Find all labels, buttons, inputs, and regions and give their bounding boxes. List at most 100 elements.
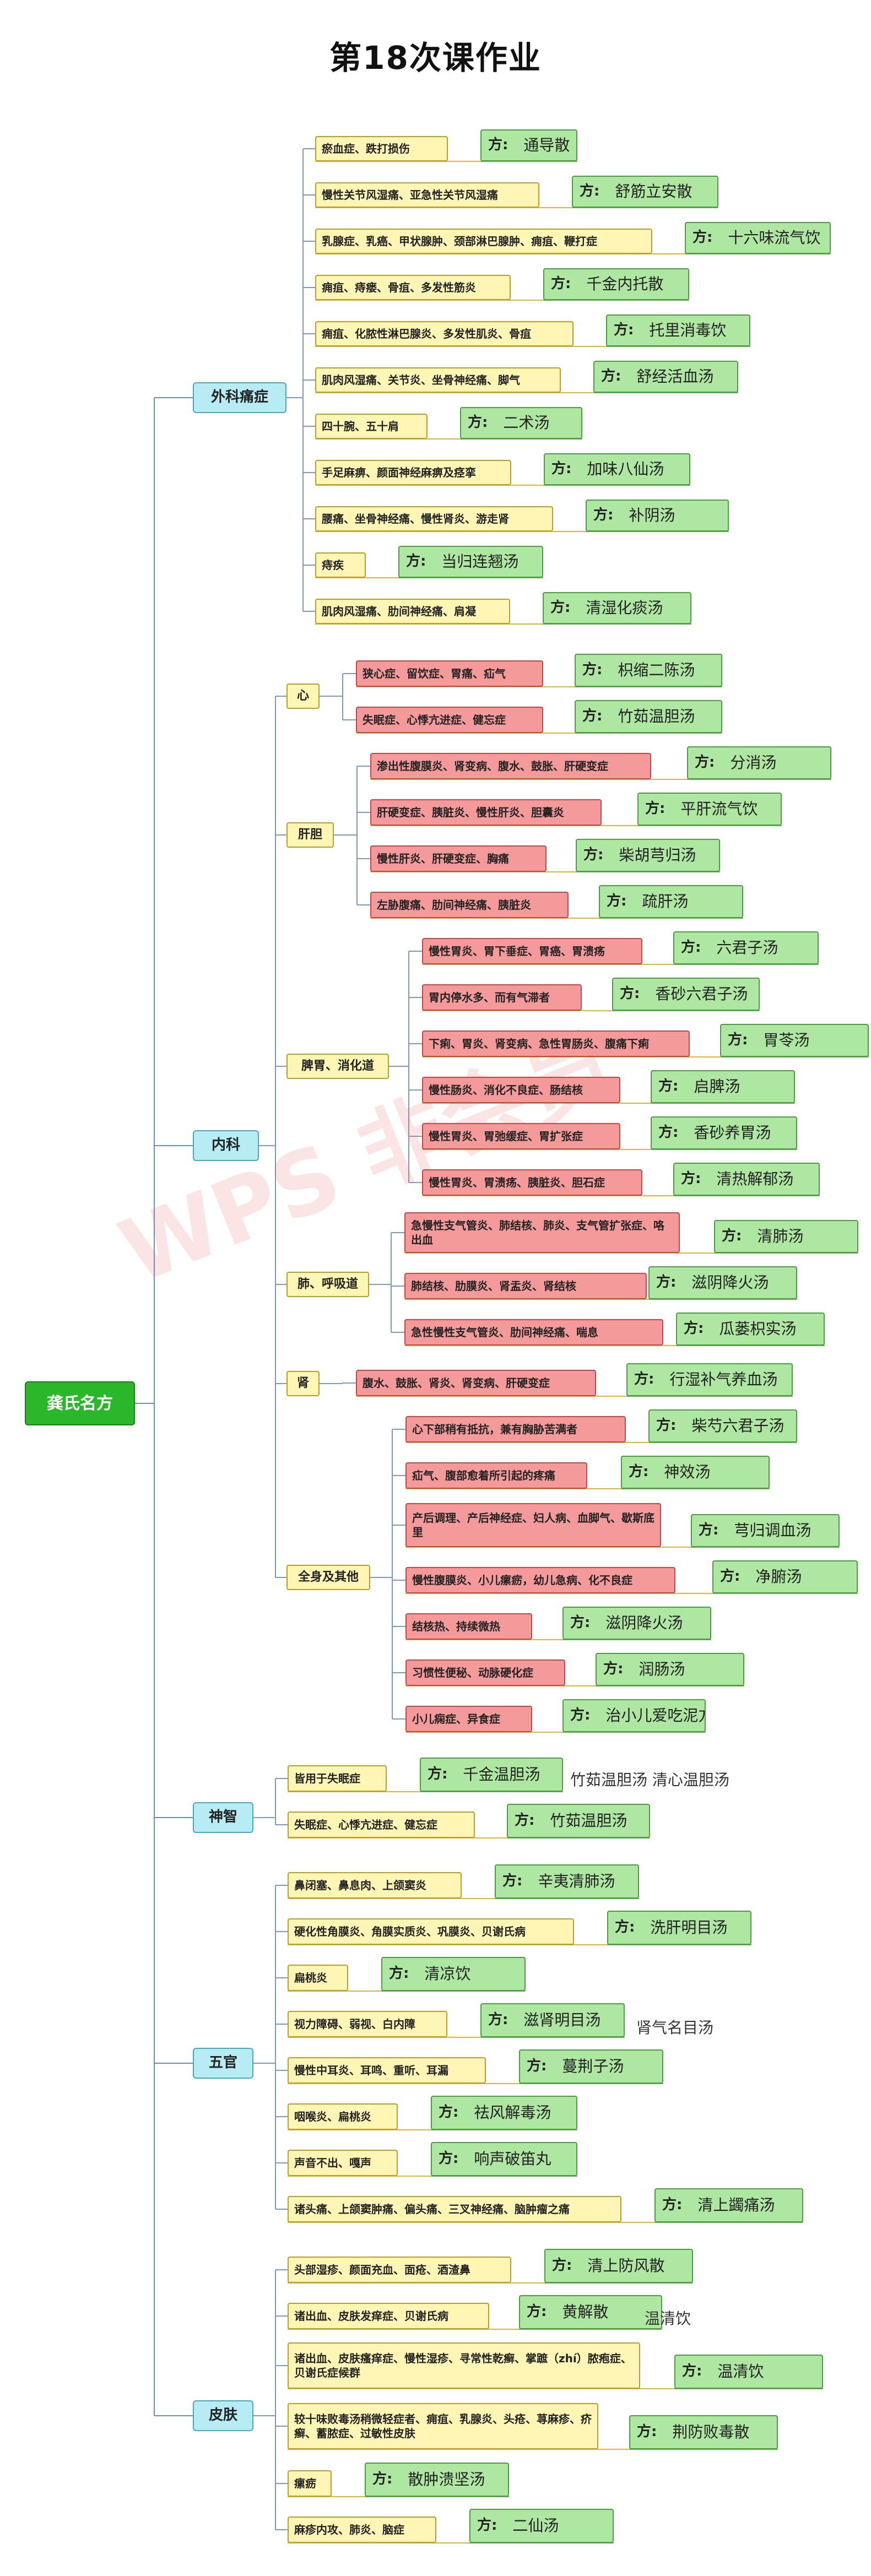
condition[interactable]: 左胁腹痛、肋间神经痛、胰脏炎 bbox=[370, 892, 569, 918]
condition[interactable]: 诸出血、皮肤发痒症、贝谢氏病 bbox=[288, 2303, 489, 2329]
condition[interactable]: 肌肉风湿痛、关节炎、坐骨神经痛、脚气 bbox=[315, 367, 561, 393]
condition[interactable]: 乳腺症、乳癌、甲状腺肿、颈部淋巴腺肿、痈疽、鞭打症 bbox=[315, 229, 652, 254]
condition[interactable]: 下痢、胃炎、肾变病、急性胃肠炎、腹痛下痢 bbox=[422, 1031, 690, 1057]
prescription[interactable]: 方:温清饮 bbox=[674, 2355, 823, 2389]
prescription[interactable]: 方:响声破笛丸 bbox=[431, 2142, 577, 2176]
condition[interactable]: 视力障碍、弱视、白内障 bbox=[288, 2011, 447, 2037]
prescription[interactable]: 方:加味八仙汤 bbox=[544, 453, 690, 485]
subcategory-liver-gallbladder[interactable]: 肝胆 bbox=[286, 822, 334, 848]
subcategory-lung-respiratory[interactable]: 肺、呼吸道 bbox=[286, 1272, 369, 1297]
condition[interactable]: 痈疽、化脓性淋巴腺炎、多发性肌炎、骨疽 bbox=[315, 321, 574, 346]
condition[interactable]: 胃内停水多、而有气滞者 bbox=[422, 984, 582, 1011]
prescription[interactable]: 方:启脾汤 bbox=[651, 1070, 795, 1103]
prescription[interactable]: 方:千金温胆汤 bbox=[420, 1758, 563, 1792]
prescription[interactable]: 方:平肝流气饮 bbox=[637, 793, 782, 826]
condition[interactable]: 咽喉炎、扁桃炎 bbox=[288, 2103, 398, 2130]
condition[interactable]: 慢性胃炎、胃弛缓症、胃扩张症 bbox=[422, 1123, 620, 1149]
condition[interactable]: 皆用于失眠症 bbox=[288, 1765, 387, 1792]
prescription[interactable]: 方:竹茹温胆汤 bbox=[507, 1804, 650, 1838]
condition[interactable]: 疝气、腹部愈着所引起的疼痛 bbox=[405, 1462, 587, 1489]
prescription[interactable]: 方:香砂养胃汤 bbox=[651, 1116, 797, 1149]
condition[interactable]: 小儿痫症、异食症 bbox=[405, 1706, 532, 1732]
prescription[interactable]: 方:荆防败毒散 bbox=[629, 2415, 778, 2449]
condition[interactable]: 急性慢性支气管炎、肋间神经痛、喘息 bbox=[404, 1319, 663, 1346]
condition[interactable]: 硬化性角膜炎、角膜实质炎、巩膜炎、贝谢氏病 bbox=[288, 1918, 574, 1945]
condition[interactable]: 鼻闭塞、鼻息肉、上颌窦炎 bbox=[288, 1872, 462, 1899]
prescription[interactable]: 方:清肺汤 bbox=[714, 1220, 858, 1253]
prescription[interactable]: 方:治小儿爱吃泥方 bbox=[562, 1699, 706, 1732]
prescription[interactable]: 方:当归连翘汤 bbox=[398, 546, 543, 578]
condition[interactable]: 肌肉风湿痛、肋间神经痛、肩凝 bbox=[315, 599, 510, 624]
subcategory-spleen-stomach[interactable]: 脾胃、消化道 bbox=[286, 1054, 389, 1079]
condition[interactable]: 头部湿疹、颜面充血、面疮、酒渣鼻 bbox=[288, 2257, 511, 2283]
condition[interactable]: 心下部稍有抵抗，兼有胸胁苦满者 bbox=[405, 1416, 626, 1442]
prescription[interactable]: 方:柴胡芎归汤 bbox=[576, 839, 720, 872]
prescription[interactable]: 方:洗肝明目汤 bbox=[607, 1911, 751, 1945]
condition[interactable]: 失眠症、心悸亢进症、健忘症 bbox=[356, 707, 543, 733]
prescription[interactable]: 方:香砂六君子汤 bbox=[612, 978, 760, 1011]
prescription[interactable]: 方:祛风解毒汤 bbox=[431, 2096, 577, 2130]
prescription[interactable]: 方:二仙汤 bbox=[469, 2509, 614, 2543]
condition[interactable]: 四十腕、五十肩 bbox=[315, 414, 428, 439]
prescription[interactable]: 方:分消汤 bbox=[687, 746, 831, 779]
category-mind[interactable]: 神智 bbox=[193, 1802, 253, 1833]
prescription[interactable]: 方:瓜蒌枳实汤 bbox=[676, 1313, 825, 1346]
prescription[interactable]: 方:清热解郁汤 bbox=[673, 1163, 820, 1196]
prescription[interactable]: 方:二术汤 bbox=[460, 407, 582, 439]
condition[interactable]: 慢性腹膜炎、小儿瘰疬，幼儿急病、化不良症 bbox=[405, 1567, 675, 1593]
prescription[interactable]: 方:胃苓汤 bbox=[720, 1024, 869, 1057]
condition[interactable]: 渗出性腹膜炎、肾变病、腹水、鼓胀、肝硬变症 bbox=[370, 753, 651, 779]
condition[interactable]: 麻疹内攻、肺炎、脑症 bbox=[288, 2517, 436, 2543]
prescription[interactable]: 方:净腑汤 bbox=[712, 1560, 858, 1593]
prescription[interactable]: 方:辛夷清肺汤 bbox=[495, 1864, 639, 1899]
category-surgery-pain[interactable]: 外科痛症 bbox=[193, 382, 286, 413]
prescription[interactable]: 方:散肿溃坚汤 bbox=[365, 2463, 509, 2497]
condition[interactable]: 慢性肝炎、肝硬变症、胸痛 bbox=[370, 845, 547, 872]
condition[interactable]: 手足麻痹、颜面神经麻痹及痉挛 bbox=[315, 460, 511, 485]
condition[interactable]: 慢性关节风湿痛、亚急性关节风湿痛 bbox=[315, 182, 539, 208]
condition[interactable]: 慢性肠炎、消化不良症、肠结核 bbox=[422, 1077, 620, 1103]
prescription[interactable]: 方:清凉饮 bbox=[381, 1957, 526, 1991]
prescription[interactable]: 方:滋肾明目汤 bbox=[480, 2003, 625, 2037]
prescription[interactable]: 方:补阴汤 bbox=[586, 500, 729, 532]
prescription[interactable]: 方:柴芍六君子汤 bbox=[648, 1409, 797, 1442]
prescription[interactable]: 方:清上防风散 bbox=[544, 2249, 693, 2283]
prescription[interactable]: 方:疏肝汤 bbox=[599, 885, 743, 918]
condition[interactable]: 声音不出、嘎声 bbox=[288, 2150, 398, 2176]
category-skin[interactable]: 皮肤 bbox=[193, 2400, 253, 2431]
prescription[interactable]: 方:清湿化痰汤 bbox=[543, 592, 691, 624]
prescription[interactable]: 方:黄解散 bbox=[519, 2295, 662, 2329]
prescription[interactable]: 方:六君子汤 bbox=[673, 931, 819, 964]
condition[interactable]: 诸头痛、上颌窦肿痛、偏头痛、三叉神经痛、脑肿瘤之痛 bbox=[288, 2196, 621, 2222]
prescription[interactable]: 方:竹茹温胆汤 bbox=[575, 700, 722, 733]
prescription[interactable]: 方:滋阴降火汤 bbox=[648, 1266, 797, 1299]
prescription[interactable]: 方:枳缩二陈汤 bbox=[575, 654, 722, 687]
condition[interactable]: 失眠症、心悸亢进症、健忘症 bbox=[288, 1812, 475, 1838]
prescription[interactable]: 方:滋阴降火汤 bbox=[562, 1607, 711, 1640]
condition[interactable]: 慢性中耳炎、耳鸣、重听、耳漏 bbox=[288, 2057, 486, 2084]
subcategory-systemic-other[interactable]: 全身及其他 bbox=[286, 1565, 370, 1590]
prescription[interactable]: 方:蔓荆子汤 bbox=[519, 2049, 663, 2084]
prescription[interactable]: 方:芎归调血汤 bbox=[691, 1514, 840, 1547]
prescription[interactable]: 方:行湿补气养血汤 bbox=[626, 1363, 793, 1396]
condition[interactable]: 慢性胃炎、胃下垂症、胃癌、胃溃疡 bbox=[422, 938, 642, 964]
condition[interactable]: 诸出血、皮肤瘙痒症、慢性湿疹、寻常性乾癣、掌蹠（zhí）脓疱症、贝谢氏症候群 bbox=[288, 2342, 640, 2389]
prescription[interactable]: 方:托里消毒饮 bbox=[606, 314, 750, 346]
prescription[interactable]: 方:通导散 bbox=[480, 129, 577, 161]
condition[interactable]: 产后调理、产后神经症、妇人病、血脚气、歇斯底里 bbox=[405, 1503, 661, 1547]
prescription[interactable]: 方:润肠汤 bbox=[596, 1653, 744, 1686]
condition[interactable]: 扁桃炎 bbox=[288, 1965, 348, 1991]
prescription[interactable]: 方:千金内托散 bbox=[543, 268, 689, 300]
condition[interactable]: 瘀血症、跌打损伤 bbox=[315, 136, 448, 161]
condition[interactable]: 肺结核、肋膜炎、肾盂炎、肾结核 bbox=[404, 1273, 647, 1299]
condition[interactable]: 腹水、鼓胀、肾炎、肾变病、肝硬变症 bbox=[356, 1370, 596, 1396]
category-five-senses[interactable]: 五官 bbox=[193, 2048, 253, 2079]
condition[interactable]: 痈疽、痔瘘、骨疽、多发性筋炎 bbox=[315, 275, 511, 300]
category-internal-medicine[interactable]: 内科 bbox=[193, 1130, 259, 1161]
condition[interactable]: 较十味败毒汤稍微轻症者、痈疽、乳腺炎、头疮、荨麻疹、疥癣、蓄脓症、过敏性皮肤 bbox=[288, 2403, 598, 2449]
subcategory-heart[interactable]: 心 bbox=[286, 684, 320, 709]
condition[interactable]: 结核热、持续微热 bbox=[405, 1613, 532, 1640]
condition[interactable]: 习惯性便秘、动脉硬化症 bbox=[405, 1660, 565, 1686]
root-node[interactable]: 龚氏名方 bbox=[25, 1381, 135, 1425]
condition[interactable]: 狭心症、留饮症、胃痛、疝气 bbox=[356, 660, 543, 687]
